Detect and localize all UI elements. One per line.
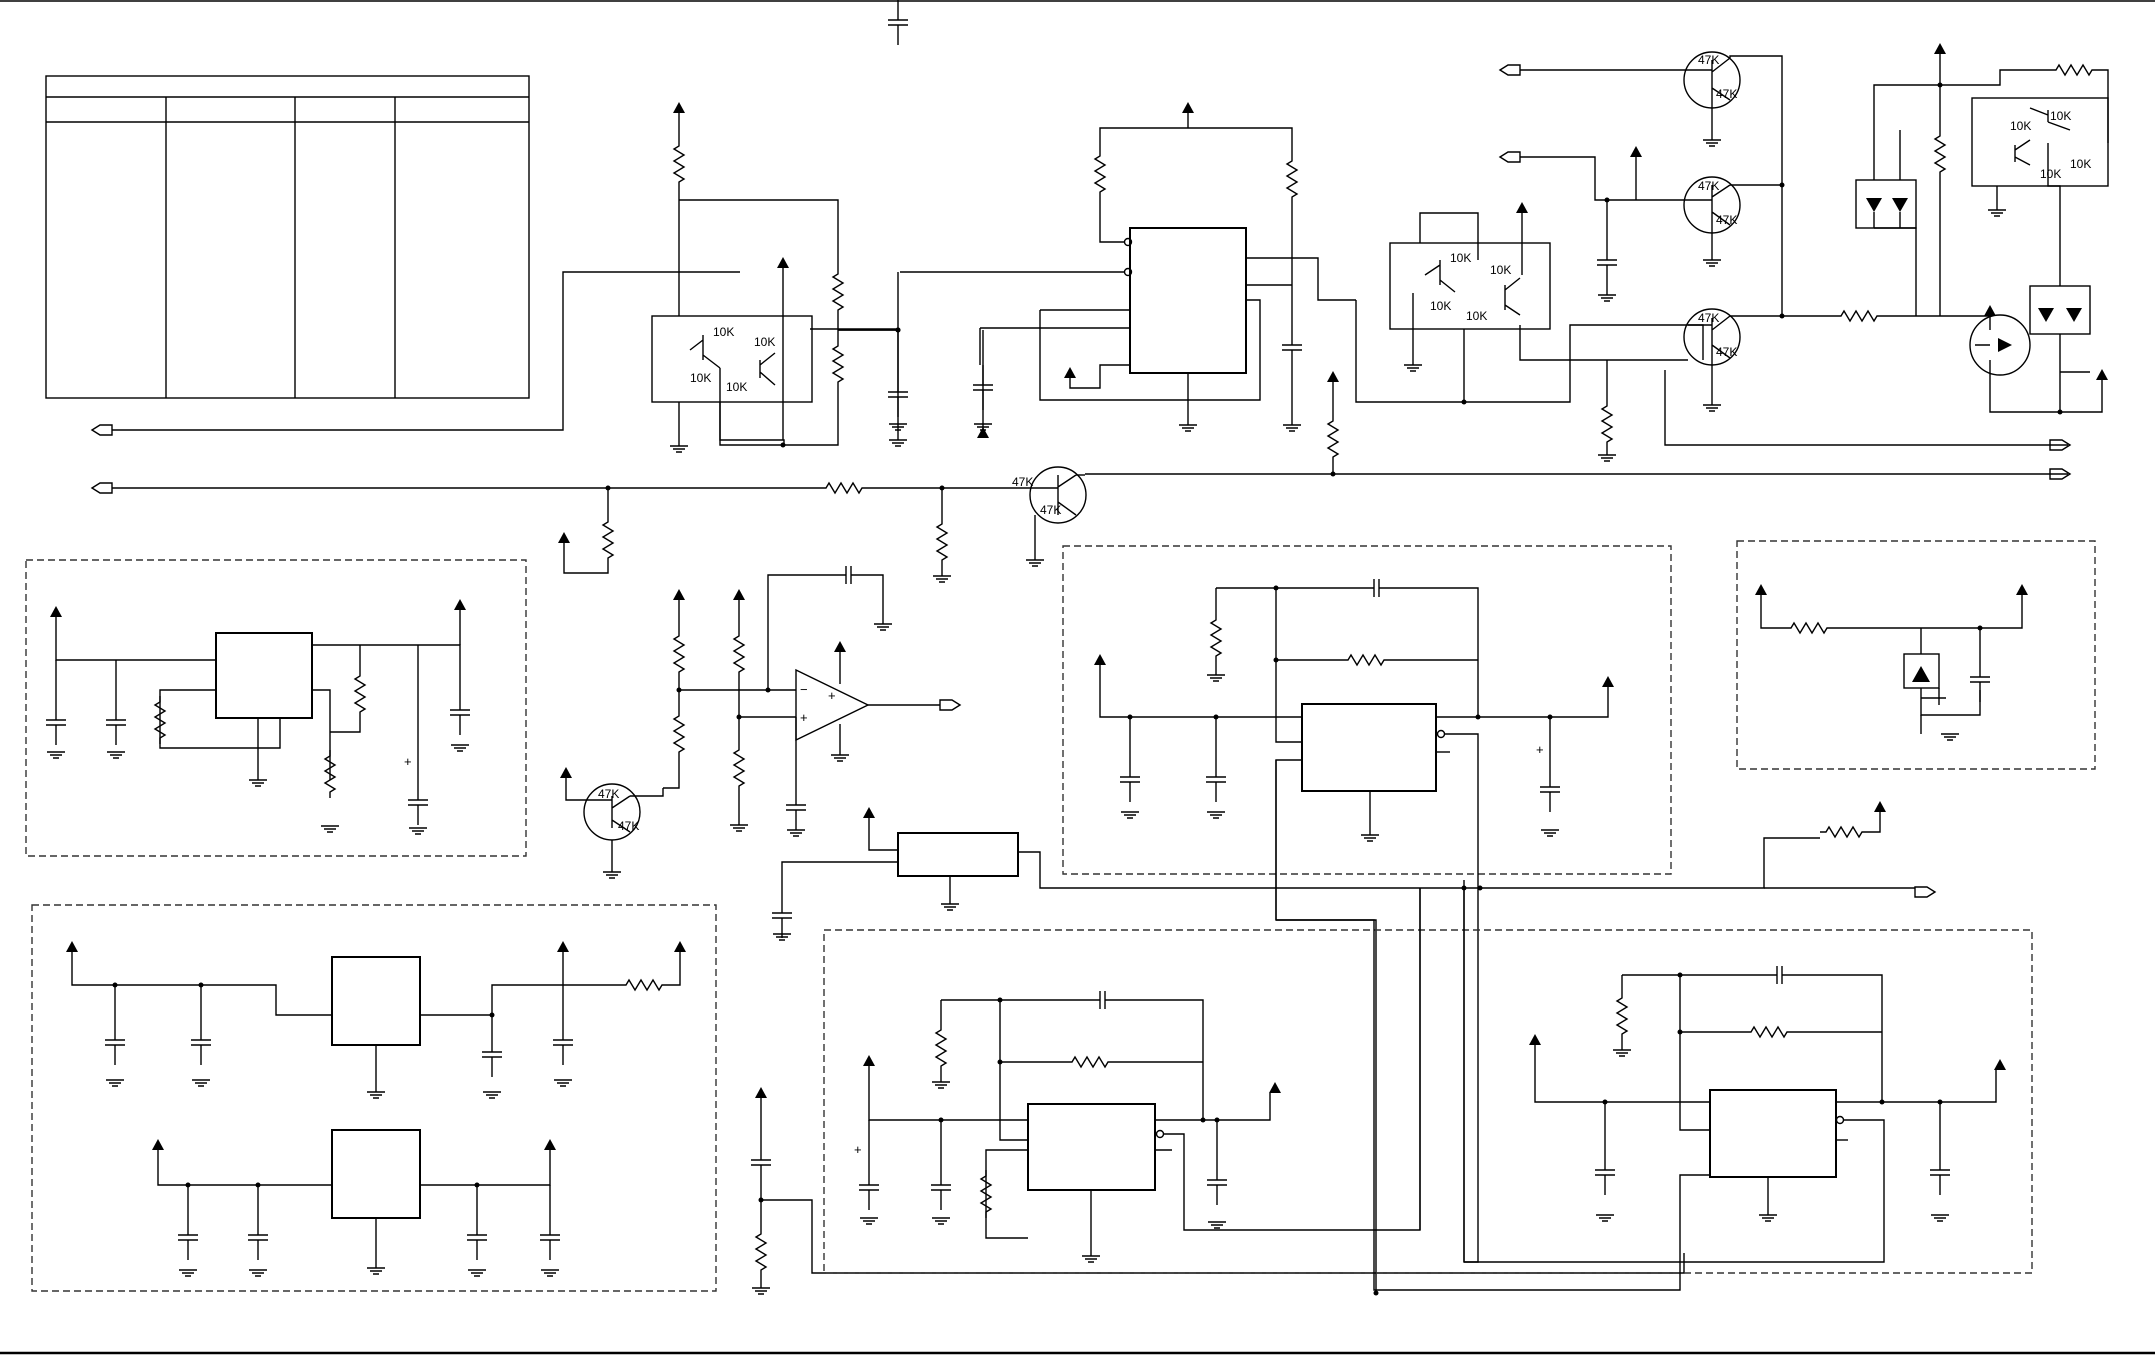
opamp-output-port	[939, 699, 961, 711]
opamp-plus-rail: +	[828, 688, 836, 703]
timer-block-3	[1463, 880, 2006, 1263]
label-47k-7: 47K	[1012, 475, 1033, 489]
regulator-block-1: +	[25, 559, 527, 857]
label-10k-6: 10K	[1490, 263, 1511, 277]
digital-transistor-5: 47K 47K	[560, 767, 664, 879]
input-port-1	[91, 424, 113, 436]
timer-block-2: +	[823, 888, 2033, 1296]
label-10k-3: 10K	[690, 371, 711, 385]
label-47k-5: 47K	[1698, 311, 1719, 325]
regulator-block-2	[31, 904, 717, 1292]
label-10k-7: 10K	[1430, 299, 1451, 313]
opamp-plus: +	[800, 710, 808, 725]
label-10k-12: 10K	[2070, 157, 2091, 171]
label-47k-4: 47K	[1716, 213, 1737, 227]
output-port-3	[1914, 886, 1936, 898]
label-10k-10: 10K	[2010, 119, 2031, 133]
label-10k-9: 10K	[2050, 109, 2071, 123]
input-port-4	[1499, 151, 1521, 163]
label-10k-11: 10K	[2040, 167, 2061, 181]
label-47k-6: 47K	[1716, 345, 1737, 359]
label-10k-5: 10K	[1450, 251, 1471, 265]
cap-plus-3: +	[854, 1142, 862, 1157]
parts-table	[45, 75, 530, 399]
input-port-2	[91, 482, 113, 494]
label-47k-3: 47K	[1698, 179, 1719, 193]
opamp-minus: −	[800, 682, 808, 697]
digital-transistor-1: 47K 47K	[1683, 51, 1783, 185]
label-10k-1: 10K	[713, 325, 734, 339]
label-47k-2: 47K	[1716, 87, 1737, 101]
label-10k-8: 10K	[1466, 309, 1487, 323]
reference-block	[1736, 540, 2096, 770]
cap-plus-2: +	[1536, 742, 1544, 757]
label-10k-4: 10K	[726, 380, 747, 394]
cap-plus-1: +	[404, 754, 412, 769]
label-47k-10: 47K	[618, 819, 639, 833]
label-10k-2: 10K	[754, 335, 775, 349]
ic-u1	[900, 102, 1356, 432]
digital-transistor-2: 47K 47K	[1683, 176, 1782, 267]
digital-transistor-4: 47K 47K	[1012, 466, 1087, 567]
digital-transistor-3: 47K 47K	[1683, 308, 1782, 412]
label-47k-8: 47K	[1040, 503, 1061, 517]
label-47k-9: 47K	[598, 787, 619, 801]
opamp-section: − + +	[663, 565, 961, 837]
timer-block-1: +	[1062, 545, 1672, 1293]
transistor-module-b: 10K 10K 10K 10K	[1355, 202, 1704, 405]
opto-section: 10K 10K 10K 10K	[1855, 43, 2109, 415]
crystal-module	[771, 801, 1936, 941]
input-port-3	[1499, 64, 1521, 76]
label-47k-1: 47K	[1698, 53, 1719, 67]
transistor-module-a: 10K 10K 10K 10K	[651, 102, 989, 453]
